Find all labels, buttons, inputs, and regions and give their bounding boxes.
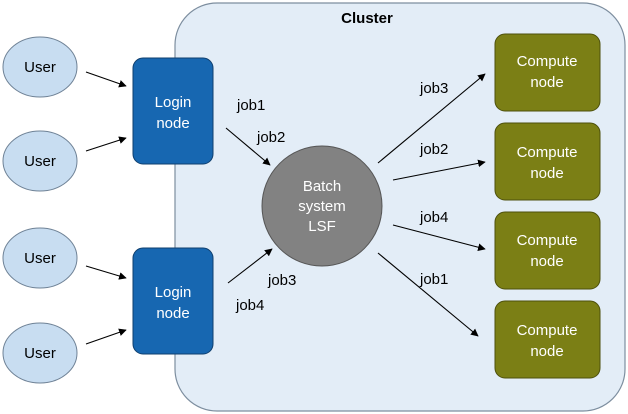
user-label: User (24, 59, 56, 76)
compute-node-label-line2: node (530, 343, 563, 360)
user-node-4: User (2, 322, 78, 384)
compute-node-label-line2: node (530, 165, 563, 182)
arrow-user1-login1 (85, 71, 127, 88)
arrow-batch-compute4 (377, 252, 479, 337)
job-label: job1 (419, 271, 448, 288)
arrow-user3-login2 (85, 265, 127, 280)
job-label: job1 (236, 97, 265, 114)
arrow-login1-batch (225, 127, 271, 166)
login-node-label-line2: node (156, 305, 189, 322)
batch-label-line2: system (298, 198, 346, 215)
compute-node-label-line1: Compute (517, 322, 578, 339)
batch-label-line3: LSF (308, 218, 336, 235)
login-node-label-line2: node (156, 115, 189, 132)
login-node-1: Login node (132, 57, 214, 165)
login-node-2: Login node (132, 247, 214, 355)
compute-node-4: Compute node (494, 300, 601, 379)
compute-node-1: Compute node (494, 33, 601, 112)
compute-node-label-line1: Compute (517, 53, 578, 70)
compute-node-label-line2: node (530, 74, 563, 91)
user-label: User (24, 345, 56, 362)
job-label: job2 (256, 129, 285, 146)
user-node-2: User (2, 130, 78, 192)
arrow-batch-compute1 (377, 73, 486, 164)
arrow-user4-login2 (85, 328, 127, 345)
user-label: User (24, 153, 56, 170)
compute-node-label-line1: Compute (517, 232, 578, 249)
compute-node-2: Compute node (494, 122, 601, 201)
login-node-label-line1: Login (155, 284, 192, 301)
arrow-batch-compute2 (392, 159, 486, 181)
compute-node-label-line1: Compute (517, 144, 578, 161)
user-node-3: User (2, 227, 78, 289)
job-label: job3 (419, 80, 448, 97)
job-label: job4 (419, 209, 448, 226)
compute-node-3: Compute node (494, 211, 601, 290)
compute-node-label-line2: node (530, 253, 563, 270)
batch-system-node: Batch system LSF (261, 145, 383, 267)
cluster-title: Cluster (341, 10, 393, 27)
job-label: job4 (235, 297, 264, 314)
arrow-batch-compute3 (392, 224, 486, 251)
job-label: job3 (267, 272, 296, 289)
job-label: job2 (419, 141, 448, 158)
user-label: User (24, 250, 56, 267)
arrow-user2-login1 (85, 136, 127, 152)
login-node-label-line1: Login (155, 94, 192, 111)
arrow-login2-batch (227, 248, 273, 284)
batch-label-line1: Batch (303, 178, 341, 195)
user-node-1: User (2, 36, 78, 98)
